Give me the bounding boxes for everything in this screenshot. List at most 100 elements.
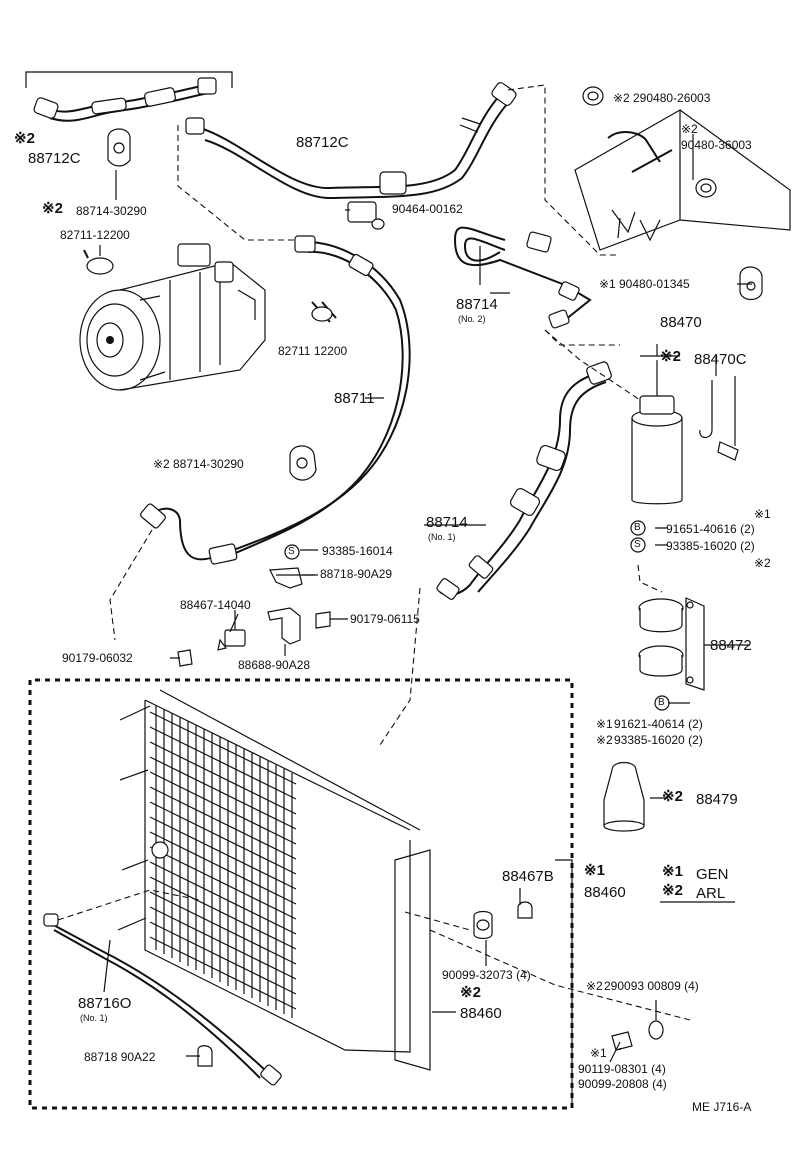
condenser-fin-row [149,816,297,890]
part-88716-sub: (No. 1) [80,1013,108,1023]
part-88688-90a28-label: 88688-90A28 [238,658,311,672]
hose-88712c [177,82,620,256]
bolt-symbols [284,520,670,711]
condenser-fin-row [149,831,297,905]
legend-mark-2: ※2 [662,882,683,899]
part-93385-16020-a-label: 93385-16020 (2) [666,539,755,553]
clamp-88718-90a22 [197,1045,213,1067]
legend-arl: ARL [696,885,726,902]
note-mark-2-small: ※2 [613,91,630,105]
condenser-fin-row [149,891,297,965]
bracket-88688-90a28 [267,607,301,656]
note-mark-1-small: ※1 [590,1046,607,1060]
condenser-fin-row [149,921,297,995]
part-93385-16014-label: 93385-16014 [322,544,393,558]
part-90480-01345-label: 90480-01345 [619,277,690,291]
condenser-fins [149,705,297,1018]
hose-88712c-alt [25,71,233,122]
bolt-90179-06115 [315,611,331,629]
condenser-fin-row [149,786,297,860]
condenser-fin-row [149,741,297,815]
part-82711-12200-b-label: 82711 12200 [278,344,348,358]
note-mark-2-small: ※2 [754,556,771,570]
bracket-88718-90a29 [269,567,318,589]
note-mark-1-small: ※1 [754,507,771,521]
condenser-fin-row [149,861,297,935]
cushion-90099-32073 [473,910,493,940]
note-mark-2: ※2 [460,984,481,1001]
note-mark-2-small: ※2 [596,733,613,747]
note-mark-2-small: ※2 [153,457,170,471]
grommet-290480-26003 [582,86,604,106]
part-88470c-label: 88470C [694,351,747,368]
part-90480-36003-label: 90480-36003 [681,138,752,152]
legend-gen: GEN [696,866,729,883]
grommet-90480-01345 [739,266,763,301]
part-88479-label: 88479 [696,791,738,808]
part-88712c-label: 88712C [296,134,349,151]
note-mark-2: ※2 [42,200,63,217]
condenser-88460 [28,678,574,1110]
part-88711-label: 88711 [334,390,375,407]
part-88472-label: 88472 [710,637,752,654]
clip-88714-30290-top [107,128,131,200]
plug-88467b [517,901,533,919]
part-91651-40616-label: 91651-40616 (2) [666,522,755,536]
clamp-82711-12200 [83,245,114,275]
part-88714-no1-sub: (No. 1) [428,532,456,542]
part-88714-no2-label: 88714 [456,296,498,313]
screw-s-symbol: S [634,539,641,550]
note-mark-2-small: ※2 [681,122,698,136]
condenser-fin-row [149,801,297,875]
condenser-fin-row [149,876,297,950]
clamp-90464-00162 [347,201,385,230]
washer-290093-00809 [648,1020,664,1040]
part-90179-06115-label: 90179-06115 [350,612,420,626]
hose-88711 [109,235,411,641]
part-88460-a-label: 88460 [584,884,626,901]
legend-mark-1: ※1 [662,863,683,880]
bolt-90119-08301 [609,1031,633,1063]
receiver-drier-88470 [544,329,739,505]
ac-compressor [79,243,266,391]
part-88467-14040-label: 88467-14040 [180,598,251,612]
condenser-fin-row [149,771,297,845]
part-88460-b-label: 88460 [460,1005,502,1022]
grommet-90480-36003 [695,178,717,198]
note-mark-2-small: ※2 [586,979,603,993]
bolt-90179-06032 [177,649,193,667]
leader-88460 [555,859,573,1108]
desiccant-88479 [603,761,645,832]
part-290093-00809-label: 290093 00809 (4) [604,979,699,993]
note-mark-2: ※2 [14,130,35,147]
part-90179-06032-label: 90179-06032 [62,651,133,665]
part-93385-16020-b-label: 93385-16020 (2) [614,733,703,747]
condenser-fin-row [149,726,297,800]
note-mark-1-small: ※1 [599,277,616,291]
part-88716-label: 88716O [78,995,132,1012]
hose-88714-no1 [379,361,612,746]
bracket-88472 [637,564,750,691]
leader-290093 [429,929,691,1021]
diagram-footer-code: ME J716-A [692,1100,752,1114]
part-88714-30290-mid-label: 88714-30290 [173,457,244,471]
note-mark-1: ※1 [584,862,605,879]
part-90099-32073-label: 90099-32073 (4) [442,968,531,982]
clip-88714-30290-mid [289,445,317,481]
condenser-fin-row [149,936,297,1010]
note-mark-2: ※2 [662,788,683,805]
part-88712c-alt-label: 88712C [28,150,81,167]
expansion-valve-detail [574,108,791,251]
part-88714-no1-label: 88714 [426,514,468,531]
condenser-fin-row [149,711,297,785]
part-90099-20808-label: 90099-20808 (4) [578,1077,667,1091]
part-290480-26003-label: 290480-26003 [633,91,711,105]
condenser-fin-row [149,756,297,830]
clamp-82711-12200-b [311,301,337,323]
condenser-fin-row [149,846,297,920]
part-88714-no2-sub: (No. 2) [458,314,486,324]
part-88470-label: 88470 [660,314,702,331]
screw-s-symbol: S [288,546,295,557]
